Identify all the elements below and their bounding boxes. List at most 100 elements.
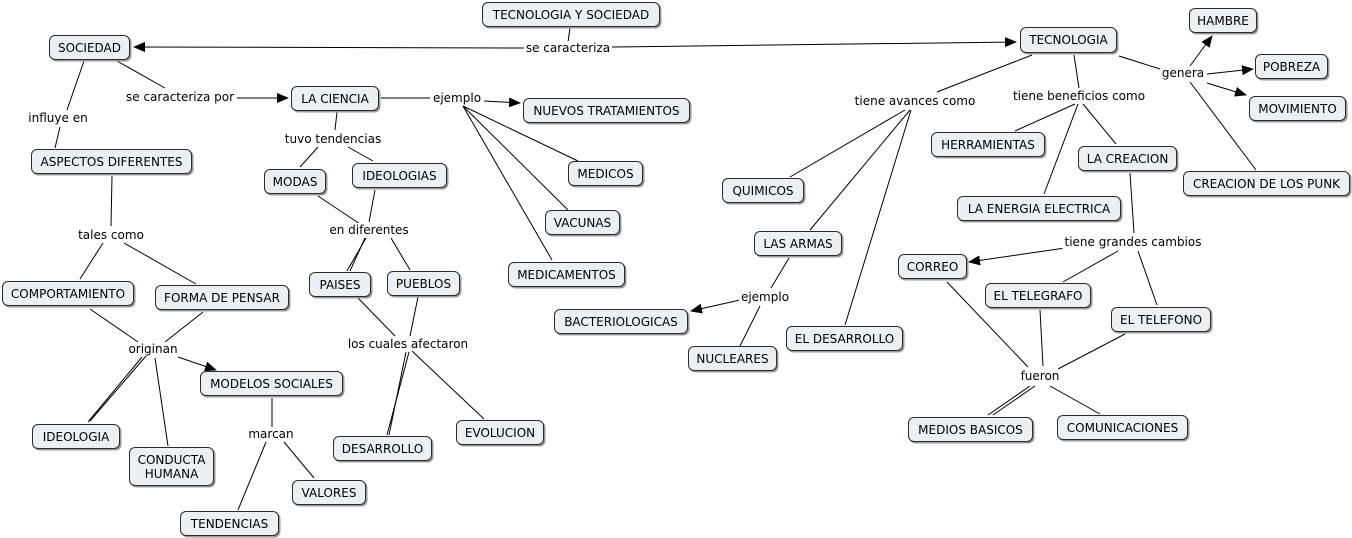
line-connector	[992, 385, 1036, 416]
line-connector	[79, 242, 104, 280]
node-el-desarrollo[interactable]: EL DESARROLLO	[786, 326, 903, 351]
node-tendencias[interactable]: TENDENCIAS	[180, 511, 279, 536]
node-la-creacion[interactable]: LA CREACION	[1078, 146, 1177, 171]
node-sociedad[interactable]: SOCIEDAD	[49, 35, 130, 60]
line-connector	[368, 189, 376, 223]
link-label-en-diferentes[interactable]: en diferentes	[327, 223, 411, 237]
link-label-originan[interactable]: originan	[126, 342, 180, 356]
node-modelos-sociales[interactable]: MODELOS SOCIALES	[200, 371, 343, 396]
node-aspectos-diferentes[interactable]: ASPECTOS DIFERENTES	[31, 149, 192, 174]
line-connector	[462, 105, 579, 162]
node-hambre[interactable]: HAMBRE	[1189, 8, 1257, 33]
line-connector	[347, 146, 374, 162]
line-connector	[770, 257, 790, 289]
line-connector	[844, 109, 912, 326]
link-label-tiene-beneficios-como[interactable]: tiene beneficios como	[1010, 89, 1148, 103]
line-connector	[1118, 55, 1161, 70]
link-label-tiene-grandes-cambios[interactable]: tiene grandes cambios	[1062, 235, 1204, 249]
line-connector	[1073, 54, 1080, 89]
node-modas[interactable]: MODAS	[264, 169, 326, 194]
line-connector	[1014, 103, 1076, 132]
link-label-ejemplo-armas[interactable]: ejemplo	[738, 290, 792, 304]
link-label-los-cuales-afectaron[interactable]: los cuales afectaron	[345, 337, 471, 351]
line-connector	[809, 109, 911, 231]
line-connector	[349, 237, 366, 272]
link-label-ejemplo-ciencia[interactable]: ejemplo	[430, 91, 484, 105]
node-desarrollo[interactable]: DESARROLLO	[333, 436, 432, 461]
line-connector	[462, 105, 569, 211]
line-connector	[357, 297, 396, 337]
node-ideologia[interactable]: IDEOLOGIA	[32, 424, 120, 449]
node-nuevos-tratamientos[interactable]: NUEVOS TRATAMIENTOS	[523, 98, 690, 123]
node-el-telegrafo[interactable]: EL TELEGRAFO	[985, 283, 1091, 308]
line-connector	[110, 175, 113, 227]
line-connector	[1189, 81, 1257, 171]
line-connector	[116, 60, 166, 89]
node-conducta-humana[interactable]: CONDUCTA HUMANA	[129, 447, 214, 486]
line-connector	[567, 27, 571, 43]
node-quimicos[interactable]: QUIMICOS	[722, 178, 804, 203]
link-label-tiene-avances-como[interactable]: tiene avances como	[852, 94, 978, 108]
line-connector	[390, 237, 411, 271]
node-vacunas[interactable]: VACUNAS	[545, 210, 620, 235]
line-connector	[164, 311, 204, 343]
link-label-fueron[interactable]: fueron	[1018, 369, 1062, 383]
line-connector	[1082, 103, 1117, 145]
node-herramientas[interactable]: HERRAMIENTAS	[931, 132, 1045, 157]
line-connector	[87, 356, 143, 423]
node-nucleares[interactable]: NUCLEARES	[688, 346, 777, 371]
arrow-connector	[1206, 65, 1254, 76]
line-connector	[789, 109, 906, 178]
line-connector	[1062, 250, 1119, 283]
node-comportamiento[interactable]: COMPORTAMIENTO	[2, 281, 134, 306]
line-connector	[54, 126, 61, 149]
link-label-tales-como[interactable]: tales como	[76, 228, 146, 242]
line-connector	[154, 357, 169, 447]
line-connector	[1039, 309, 1044, 367]
line-connector	[299, 146, 319, 168]
node-correo[interactable]: CORREO	[898, 254, 967, 279]
line-connector	[936, 54, 1033, 93]
node-valores[interactable]: VALORES	[292, 480, 366, 505]
node-la-energia-electrica[interactable]: LA ENERGIA ELECTRICA	[957, 196, 1121, 221]
line-connector	[334, 111, 338, 131]
node-comunicaciones[interactable]: COMUNICACIONES	[1057, 415, 1188, 440]
node-creacion-de-los-punk[interactable]: CREACION DE LOS PUNK	[1183, 171, 1350, 196]
arrow-connector	[611, 37, 1017, 48]
node-evolucion[interactable]: EVOLUCION	[456, 420, 544, 445]
node-pueblos[interactable]: PUEBLOS	[387, 271, 460, 296]
line-connector	[409, 296, 419, 337]
node-pobreza[interactable]: POBREZA	[1255, 54, 1328, 79]
line-connector	[1129, 172, 1135, 234]
line-connector	[66, 60, 85, 111]
node-bacteriologicas[interactable]: BACTERIOLOGICAS	[554, 309, 688, 334]
link-label-influye-en[interactable]: influye en	[26, 111, 90, 125]
arrow-connector	[177, 356, 217, 372]
node-medios-basicos[interactable]: MEDIOS BASICOS	[908, 417, 1033, 442]
node-tecnologia[interactable]: TECNOLOGIA	[1020, 27, 1117, 53]
node-tecnologia-y-sociedad[interactable]: TECNOLOGIA Y SOCIEDAD	[482, 2, 660, 27]
arrow-connector	[1189, 35, 1213, 67]
node-ideologias[interactable]: IDEOLOGIAS	[352, 163, 447, 188]
node-medicos[interactable]: MEDICOS	[568, 161, 643, 186]
node-paises[interactable]: PAISES	[309, 272, 371, 297]
line-connector	[89, 355, 147, 422]
line-connector	[1137, 250, 1158, 306]
node-el-telefono[interactable]: EL TELEFONO	[1111, 307, 1211, 332]
line-connector	[946, 281, 1029, 368]
node-las-armas[interactable]: LAS ARMAS	[754, 231, 842, 256]
line-connector	[388, 351, 407, 436]
arrow-connector	[133, 42, 526, 53]
line-connector	[462, 105, 553, 261]
line-connector	[739, 305, 761, 347]
link-label-se-caracteriza-por[interactable]: se caracteriza por	[124, 90, 236, 104]
link-label-genera[interactable]: genera	[1159, 66, 1207, 80]
line-connector	[411, 350, 485, 420]
link-label-marcan[interactable]: marcan	[246, 427, 296, 441]
link-label-se-caracteriza[interactable]: se caracteriza	[523, 41, 613, 55]
node-la-ciencia[interactable]: LA CIENCIA	[291, 86, 379, 111]
node-movimiento[interactable]: MOVIMIENTO	[1249, 96, 1346, 121]
node-medicamentos[interactable]: MEDICAMENTOS	[508, 262, 625, 287]
link-label-tuvo-tendencias[interactable]: tuvo tendencias	[282, 132, 384, 146]
node-forma-de-pensar[interactable]: FORMA DE PENSAR	[155, 285, 289, 310]
